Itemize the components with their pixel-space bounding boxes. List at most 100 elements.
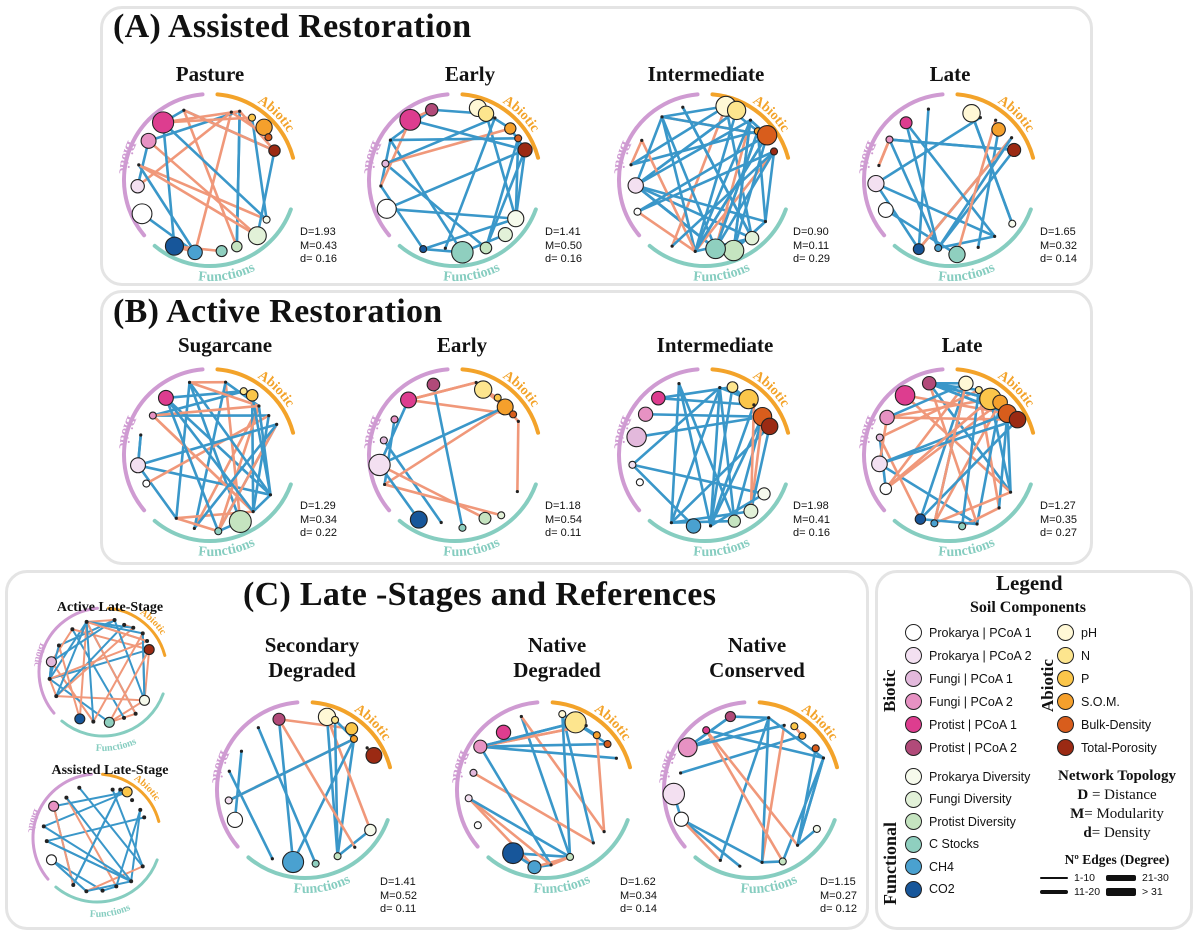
network-node bbox=[669, 521, 673, 525]
positive-edge bbox=[704, 728, 785, 863]
network-node bbox=[718, 385, 722, 390]
positive-edge bbox=[595, 733, 606, 833]
network-node bbox=[143, 644, 155, 656]
positive-edge bbox=[161, 116, 254, 124]
negative-edge bbox=[336, 828, 372, 858]
network-node bbox=[137, 163, 141, 167]
negative-edge bbox=[333, 718, 356, 741]
positive-edge bbox=[57, 644, 81, 720]
network-node bbox=[187, 380, 192, 384]
network-node bbox=[702, 726, 711, 735]
network-node bbox=[114, 884, 119, 889]
functions-arc bbox=[246, 818, 390, 880]
network-node bbox=[769, 147, 779, 156]
legend-item: Fungi | PCoA 1 bbox=[905, 670, 1013, 687]
modularity-value: M=0.11 bbox=[793, 239, 830, 252]
negative-edge bbox=[709, 403, 756, 528]
abiotic-arc bbox=[460, 92, 541, 160]
network-node bbox=[660, 115, 664, 119]
legend-item: Prokarya Diversity bbox=[905, 768, 1030, 785]
network-node bbox=[74, 713, 86, 725]
network-node bbox=[894, 385, 916, 406]
negative-edge bbox=[164, 396, 255, 513]
network-node bbox=[84, 889, 89, 894]
negative-edge bbox=[936, 235, 996, 250]
legend-item: C Stocks bbox=[905, 835, 979, 853]
network-node bbox=[451, 240, 474, 264]
negative-edge bbox=[796, 827, 819, 847]
negative-edge bbox=[291, 737, 356, 864]
modularity-value: M=0.43 bbox=[300, 239, 337, 252]
biotic-arc-label: Biotic bbox=[208, 748, 231, 784]
network-node bbox=[443, 246, 447, 250]
positive-edge bbox=[636, 210, 697, 253]
biotic-arc bbox=[367, 367, 450, 513]
network-node bbox=[930, 519, 939, 528]
network-node bbox=[821, 756, 826, 760]
topology-distance: D = Distance bbox=[1077, 787, 1157, 803]
negative-edge bbox=[484, 137, 520, 250]
network-node bbox=[812, 824, 821, 833]
negative-edge bbox=[660, 104, 728, 119]
network-node bbox=[478, 511, 492, 525]
network-node bbox=[84, 619, 89, 624]
network-node bbox=[527, 860, 542, 875]
biotic-arc-label: Biotic bbox=[360, 138, 383, 174]
legend-swatch bbox=[905, 880, 922, 898]
negative-edge bbox=[164, 389, 245, 400]
negative-edge bbox=[635, 415, 764, 439]
positive-edge bbox=[143, 648, 151, 702]
network-node bbox=[270, 857, 274, 861]
network-node bbox=[56, 643, 61, 648]
edge-class-21-30: 21-30 bbox=[1106, 872, 1169, 884]
network-node bbox=[1008, 490, 1013, 494]
network-node bbox=[756, 125, 778, 146]
network-title-a2: Early bbox=[444, 62, 496, 86]
network-node bbox=[214, 527, 223, 536]
positive-edge bbox=[188, 381, 261, 408]
network-node bbox=[718, 858, 722, 862]
network-node bbox=[138, 694, 151, 706]
negative-edge bbox=[560, 712, 572, 859]
functions-arc bbox=[54, 858, 159, 904]
network-node bbox=[795, 843, 800, 847]
network-title-c0b: Assisted Late-Stage bbox=[51, 763, 169, 778]
network-node bbox=[627, 177, 644, 194]
network-node bbox=[629, 163, 633, 167]
abiotic-arc bbox=[955, 92, 1036, 160]
network-topology-title: Network Topology bbox=[1058, 768, 1176, 784]
biotic-arc-label: Biotic bbox=[115, 413, 138, 449]
negative-edge bbox=[634, 184, 754, 240]
negative-edge bbox=[325, 715, 339, 858]
network-node bbox=[921, 375, 937, 391]
distance-value: D=1.62 bbox=[620, 876, 656, 888]
network-node bbox=[519, 714, 523, 719]
positive-edge bbox=[917, 136, 1013, 251]
negative-edge bbox=[749, 425, 771, 513]
network-node bbox=[565, 852, 575, 862]
network-node bbox=[365, 746, 369, 750]
network-node bbox=[760, 417, 779, 436]
positive-edge bbox=[704, 728, 799, 847]
distance-value: D=1.15 bbox=[820, 876, 856, 888]
network-node bbox=[330, 715, 340, 725]
network-node bbox=[493, 116, 497, 120]
panel-a-title: (A) Assisted Restoration bbox=[113, 8, 472, 45]
network-title-a3: Intermediate bbox=[647, 62, 765, 86]
negative-edge bbox=[917, 107, 930, 251]
positive-edge bbox=[182, 108, 239, 248]
network-node bbox=[131, 625, 136, 630]
positive-edge bbox=[714, 118, 752, 251]
positive-edge bbox=[277, 717, 353, 731]
negative-edge bbox=[256, 149, 276, 238]
negative-edge bbox=[904, 121, 940, 250]
negative-edge bbox=[714, 150, 776, 251]
negative-edge bbox=[257, 404, 272, 497]
positive-edge bbox=[760, 724, 786, 864]
network-node bbox=[247, 113, 257, 122]
abiotic-arc bbox=[460, 367, 541, 435]
negative-edge bbox=[714, 129, 760, 251]
